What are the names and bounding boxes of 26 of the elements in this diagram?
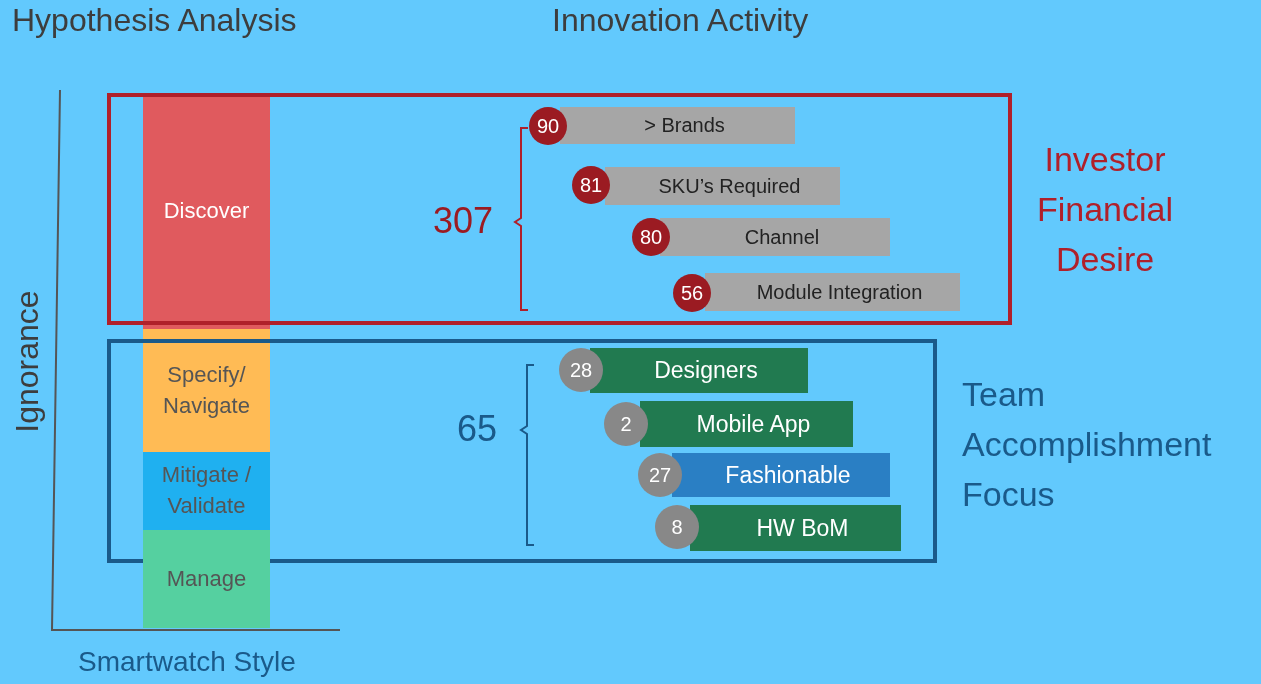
activity-bar: > Brands [560, 107, 795, 144]
group-heading: Team Accomplishment Focus [962, 374, 1213, 515]
activity-bar: HW BoM [690, 505, 901, 551]
number-circle: 27 [638, 453, 682, 497]
number-circle: 2 [604, 402, 648, 446]
activity-bar: Module Integration [705, 273, 960, 311]
activity-bar: Mobile App [640, 401, 853, 447]
number-circle: 56 [673, 274, 711, 312]
number-circle: 8 [655, 505, 699, 549]
heading: Hypothesis Analysis [12, 2, 297, 39]
stage-bar: Mitigate / Validate [143, 452, 270, 530]
heading: Innovation Activity [552, 2, 809, 39]
total-number: 65 [457, 408, 498, 450]
number-circle: 81 [572, 166, 610, 204]
activity-bar: SKU’s Required [605, 167, 840, 205]
number-circle: 80 [632, 218, 670, 256]
axis-label: Smartwatch Style [78, 646, 296, 678]
total-number: 307 [433, 200, 494, 242]
activity-bar: Designers [590, 348, 808, 393]
stage-bar: Specify/ Navigate [143, 329, 270, 452]
axis-label: Ignorance [8, 290, 46, 433]
stage-bar: Manage [143, 530, 270, 628]
group-heading: Investor Financial Desire [1035, 139, 1175, 280]
number-circle: 90 [529, 107, 567, 145]
activity-bar: Fashionable [672, 453, 890, 497]
number-circle: 28 [559, 348, 603, 392]
